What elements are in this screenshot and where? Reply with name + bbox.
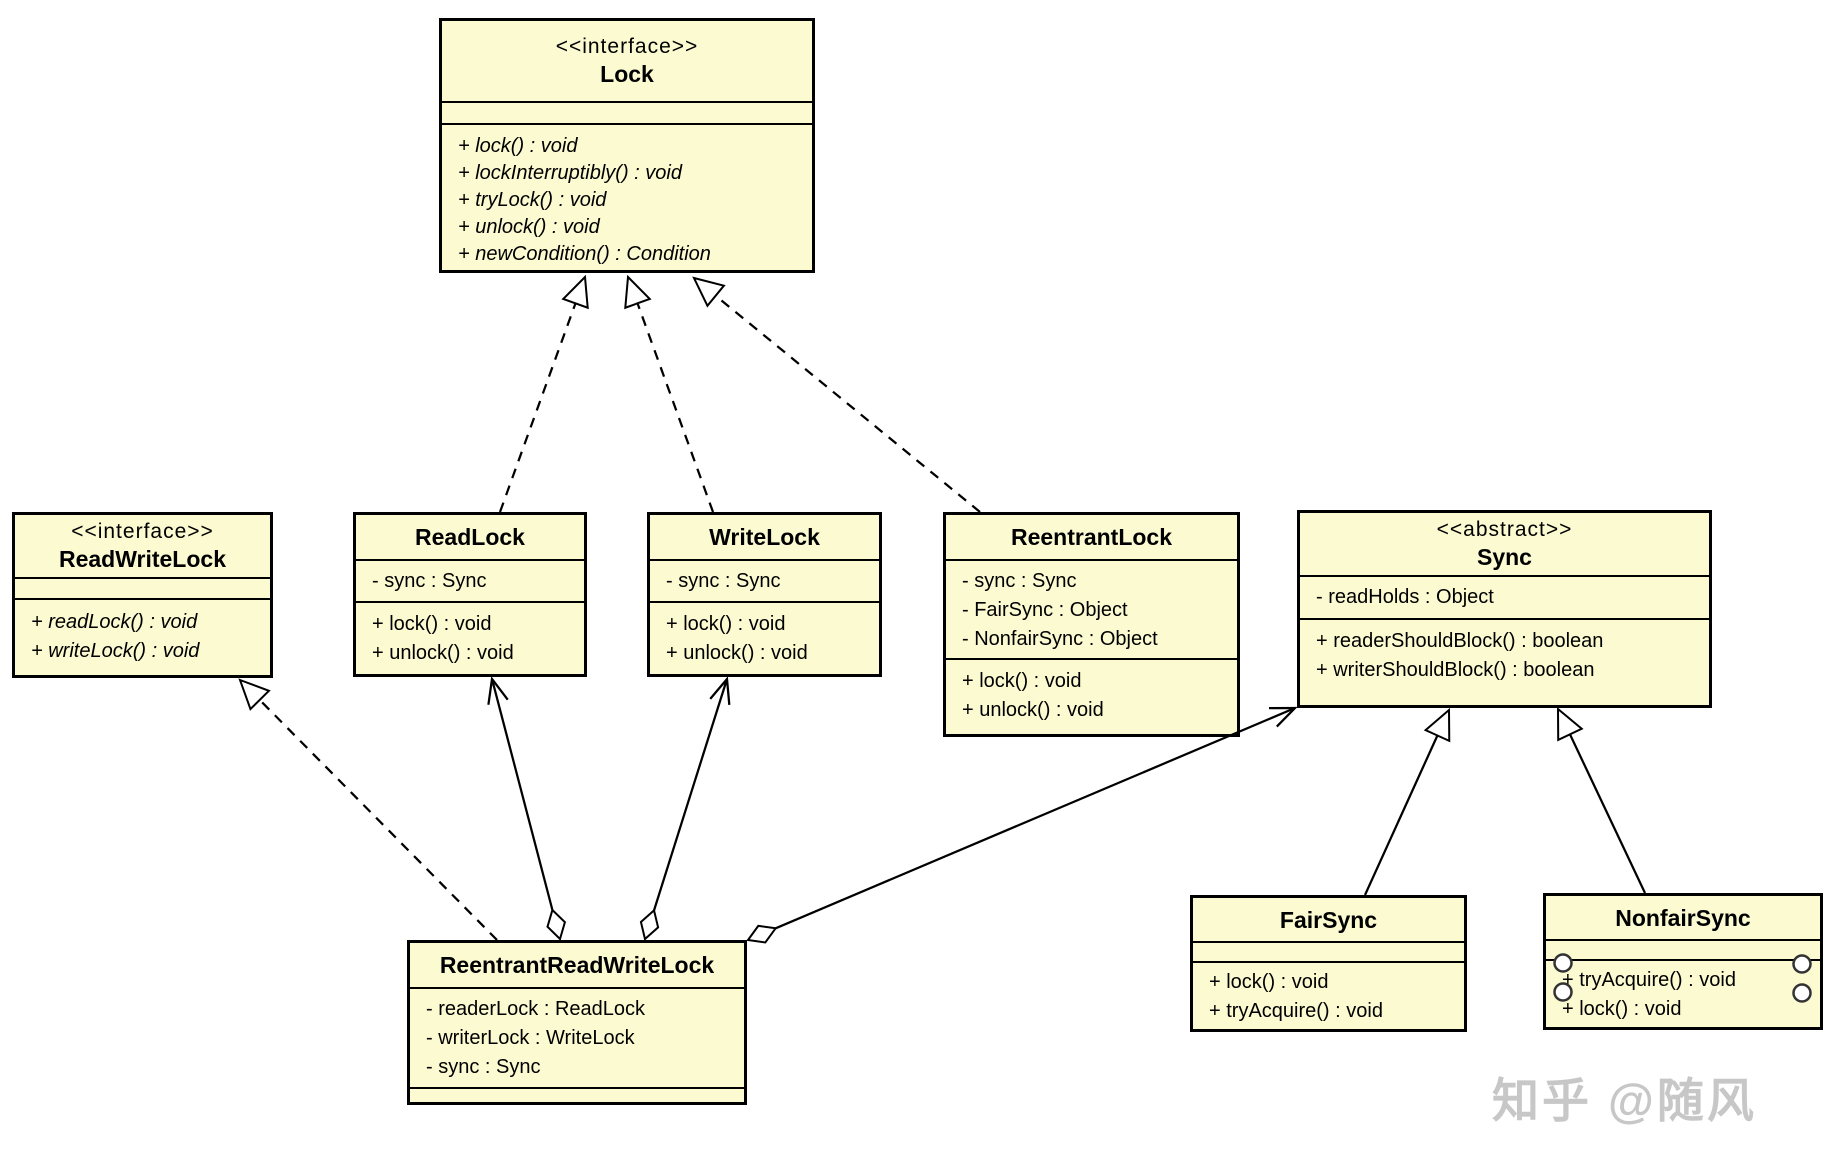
class-member: + unlock() : void: [458, 216, 600, 238]
class-member: - readerLock : ReadLock: [426, 998, 646, 1020]
class-methods: + lock() : void + unlock() : void: [946, 658, 1237, 734]
class-name: ReentrantReadWriteLock: [439, 952, 715, 978]
class-member: - sync : Sync: [372, 570, 487, 592]
class-name: ReentrantLock: [1010, 524, 1173, 550]
realization-arrow-readlock-to-lock: [498, 274, 589, 513]
class-methods: + lock() : void + unlock() : void: [650, 601, 879, 674]
class-title-compartment: <<abstract>> Sync: [1300, 513, 1709, 575]
class-methods: + lock() : void + lockInterruptibly() : v…: [442, 123, 812, 270]
class-attributes: - readerLock : ReadLock - writerLock : Wr…: [410, 987, 744, 1087]
class-attributes: [15, 577, 270, 598]
realization-arrow-reentrantreadwritelock-to-readwritelock: [238, 678, 498, 941]
class-box-reentrantlock: ReentrantLock - sync : Sync - FairSync : …: [943, 512, 1240, 737]
class-member: - readHolds : Object: [1316, 586, 1494, 608]
class-member: + readerShouldBlock() : boolean: [1316, 630, 1604, 652]
class-member: + writerShouldBlock() : boolean: [1316, 659, 1595, 681]
aggregation-arrow-reentrantreadwritelock-to-readlock: [487, 676, 567, 941]
class-box-fairsync: FairSync + lock() : void + tryAcquire() :…: [1190, 895, 1467, 1032]
class-member: + lock() : void: [372, 613, 492, 635]
class-member: + unlock() : void: [666, 642, 808, 664]
class-member: + writeLock() : void: [31, 640, 200, 662]
class-member: + tryAcquire() : void: [1209, 1000, 1383, 1022]
class-member: + lock() : void: [1562, 998, 1682, 1020]
class-attributes: - sync : Sync: [356, 559, 584, 601]
class-member: - sync : Sync: [666, 570, 781, 592]
class-name: NonfairSync: [1615, 904, 1751, 931]
class-member: + lock() : void: [1209, 971, 1329, 993]
class-member: + lock() : void: [666, 613, 786, 635]
class-member: + tryAcquire() : void: [1562, 969, 1736, 991]
class-member: + lock() : void: [458, 135, 578, 157]
class-title-compartment: FairSync: [1193, 898, 1464, 941]
class-attributes: - sync : Sync - FairSync : Object - Nonfai…: [946, 559, 1237, 658]
class-box-sync: <<abstract>> Sync - readHolds : Object +…: [1297, 510, 1712, 708]
class-title-compartment: ReentrantReadWriteLock: [410, 943, 744, 987]
class-member: - NonfairSync : Object: [962, 628, 1158, 650]
class-methods: + lock() : void + tryAcquire() : void: [1193, 961, 1464, 1029]
class-title-compartment: ReadLock: [356, 515, 584, 559]
realization-arrow-reentrantlock-to-lock: [692, 276, 981, 513]
class-methods: + tryAcquire() : void + lock() : void: [1546, 959, 1820, 1027]
class-box-writelock: WriteLock - sync : Sync + lock() : void+…: [647, 512, 882, 677]
class-attributes: [1546, 939, 1820, 959]
class-name: ReadWriteLock: [58, 546, 226, 572]
generalization-arrow-fairsync-to-sync: [1363, 707, 1451, 896]
class-member: - writerLock : WriteLock: [426, 1027, 635, 1049]
class-attributes: - sync : Sync: [650, 559, 879, 601]
class-attributes: - readHolds : Object: [1300, 575, 1709, 618]
class-member: - sync : Sync: [962, 570, 1077, 592]
class-name: Lock: [600, 61, 654, 87]
class-methods: [410, 1087, 744, 1102]
class-member: + unlock() : void: [372, 642, 514, 664]
class-title-compartment: ReentrantLock: [946, 515, 1237, 559]
class-box-readlock: ReadLock - sync : Sync + lock() : void+ …: [353, 512, 587, 677]
class-title-compartment: WriteLock: [650, 515, 879, 559]
aggregation-arrow-reentrantreadwritelock-to-writelock: [639, 676, 731, 941]
class-stereotype: <<interface>>: [71, 520, 214, 543]
class-member: + unlock() : void: [962, 699, 1104, 721]
class-methods: + lock() : void + unlock() : void: [356, 601, 584, 674]
class-member: + tryLock() : void: [458, 189, 607, 211]
class-methods: + readLock() : void + writeLock() : void: [15, 598, 270, 675]
class-title-compartment: <<interface>> Lock: [442, 21, 812, 101]
class-member: + lock() : void: [962, 670, 1082, 692]
class-attributes: [442, 101, 812, 123]
generalization-arrow-nonfairsync-to-sync: [1556, 706, 1647, 894]
class-member: - sync : Sync: [426, 1056, 541, 1078]
class-box-readwritelock: <<interface>> ReadWriteLock + readLock()…: [12, 512, 273, 678]
class-stereotype: <<interface>>: [555, 35, 699, 58]
watermark: 知乎 @随风: [1492, 1074, 1757, 1127]
class-name: WriteLock: [709, 524, 820, 550]
class-attributes: [1193, 941, 1464, 961]
realization-arrow-writelock-to-lock: [624, 274, 715, 513]
class-name: ReadLock: [415, 524, 525, 550]
class-box-nonfairsync: NonfairSync + tryAcquire() : void + lock(…: [1543, 893, 1823, 1030]
class-name: Sync: [1477, 544, 1532, 570]
class-methods: + readerShouldBlock() : boolean + writerS…: [1300, 618, 1709, 705]
class-name: FairSync: [1279, 906, 1378, 933]
class-member: + readLock() : void: [31, 611, 198, 633]
class-member: + lockInterruptibly() : void: [458, 162, 682, 184]
class-box-reentrantreadwritelock: ReentrantReadWriteLock - readerLock : Re…: [407, 940, 747, 1105]
class-member: + newCondition() : Condition: [458, 243, 711, 265]
class-box-lock: <<interface>> Lock + lock() : void+ lock…: [439, 18, 815, 273]
class-title-compartment: NonfairSync: [1546, 896, 1820, 939]
class-stereotype: <<abstract>>: [1436, 518, 1573, 541]
class-member: - FairSync : Object: [962, 599, 1128, 621]
class-title-compartment: <<interface>> ReadWriteLock: [15, 515, 270, 577]
